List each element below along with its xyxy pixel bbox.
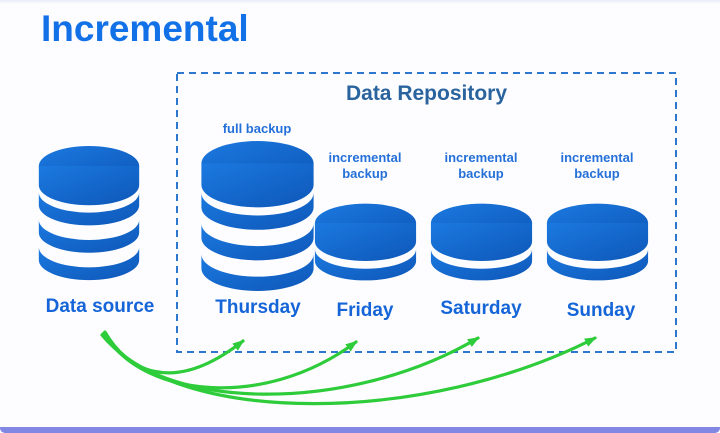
day-label-saturday: Saturday (440, 298, 522, 319)
bottom-edge-bar (0, 427, 720, 433)
top-edge-tint (0, 0, 720, 4)
incremental-backup-label-saturday: incremental backup (444, 150, 518, 182)
arrow-source-to-friday (102, 331, 358, 390)
day-label-friday: Friday (336, 300, 394, 321)
diagram-title: Incremental (41, 8, 249, 49)
arrow-source-to-thursday (103, 330, 245, 375)
incremental-backup-label-friday: incremental backup (328, 150, 402, 182)
incremental-backup-label-sunday: incremental backup (560, 150, 634, 182)
database-icon-thursday (201, 141, 314, 291)
full-backup-label: full backup (222, 121, 292, 136)
database-icon-data-source (38, 145, 140, 281)
arrow-source-to-sunday (100, 333, 597, 406)
database-icon-saturday (430, 203, 533, 281)
database-icon-friday (314, 203, 417, 281)
day-label-sunday: Sunday (566, 300, 636, 321)
arrow-source-to-saturday (101, 332, 480, 396)
database-icon-sunday (546, 203, 649, 281)
repository-title: Data Repository (345, 82, 508, 105)
data-source-label: Data source (45, 296, 155, 317)
